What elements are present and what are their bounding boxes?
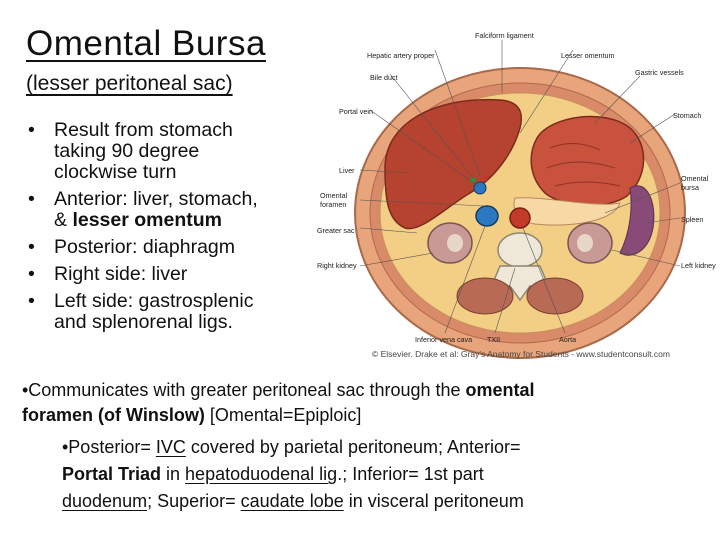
sub-text: in visceral peritoneum: [343, 491, 524, 511]
para-text: •Communicates with greater peritoneal sa…: [22, 380, 365, 400]
label-omental-bursa: Omental: [681, 174, 709, 183]
stomach-rugae: [546, 143, 621, 187]
bullet-marker: •: [28, 236, 35, 258]
label-omental-bursa: bursa: [681, 183, 699, 192]
bullet-marker: •: [28, 263, 35, 285]
hepatic-artery: [482, 175, 488, 181]
para-bold-text: omental: [465, 380, 535, 400]
right-kidney-hilum: [447, 234, 463, 252]
bullet-item-right-side: • Right side: liver: [24, 264, 314, 285]
slide-subtitle: (lesser peritoneal sac): [26, 72, 233, 95]
label-omental-foramen: foramen: [320, 200, 346, 209]
label-hepatic-artery: Hepatic artery proper: [367, 51, 435, 60]
bullet-text: clockwise turn: [54, 161, 177, 183]
bullet-bold-text: lesser omentum: [72, 209, 222, 231]
label-greater-sac: Greater sac: [317, 226, 355, 235]
communicates-paragraph: •Communicates with greater peritoneal sa…: [22, 378, 722, 428]
sub-text: •Posterior=: [62, 437, 156, 457]
underlined-text: IVC: [155, 437, 186, 457]
leader-lines: [359, 40, 681, 334]
bullet-item-anterior: • Anterior: liver, stomach, & lesser ome…: [24, 189, 314, 231]
label-stomach: Stomach: [673, 111, 701, 120]
para-bold-text: foramen (of Winslow): [22, 405, 205, 425]
bullet-text: Result from stomach: [54, 119, 233, 141]
liver: [384, 98, 522, 230]
bullet-text: Anterior: liver, stomach,: [54, 188, 258, 210]
figure-caption: © Elsevier. Drake et al: Gray's Anatomy …: [372, 349, 670, 359]
inferior-vena-cava: [475, 205, 499, 227]
vertebral-body: [497, 232, 543, 268]
label-lesser-omentum: Lesser omentum: [561, 51, 615, 60]
bullet-text: and splenorenal ligs.: [54, 311, 233, 333]
sub-text: covered by parietal peritoneum; Anterior…: [185, 437, 521, 457]
bullet-text: &: [54, 209, 73, 231]
bullet-item-left-side: • Left side: gastrosplenic and splenoren…: [24, 291, 314, 333]
portal-vein: [473, 181, 487, 195]
bullet-marker: •: [28, 188, 35, 210]
back-muscle-left: [526, 277, 584, 315]
bullet-text: Right side: liver: [54, 263, 188, 285]
foramen-boundaries-paragraph: •Posterior= IVC covered by parietal peri…: [62, 434, 722, 515]
underlined-text: duodenum: [62, 491, 148, 511]
left-kidney-hilum: [577, 234, 593, 252]
sub-text: ; Superior=: [147, 491, 241, 511]
label-spleen: Spleen: [681, 215, 703, 224]
bullet-list: • Result from stomach taking 90 degree c…: [24, 120, 314, 339]
label-omental-foramen: Omental: [320, 191, 348, 200]
bullet-text: Left side: gastrosplenic: [54, 290, 254, 312]
slide-title: Omental Bursa: [26, 24, 266, 63]
label-portal-vein: Portal vein: [339, 107, 373, 116]
stomach: [530, 115, 645, 207]
para-text: through the: [364, 380, 466, 400]
sub-text: in: [161, 464, 186, 484]
label-aorta: Aorta: [559, 335, 576, 344]
spleen: [619, 185, 655, 256]
bullet-text: Posterior: diaphragm: [54, 236, 236, 258]
label-right-kidney: Right kidney: [317, 261, 357, 270]
bullet-marker: •: [28, 290, 35, 312]
label-txii: TXII: [487, 335, 500, 344]
label-gastric-vessels: Gastric vessels: [635, 68, 684, 77]
underlined-text: hepatoduodenal lig: [185, 464, 338, 484]
sub-bold-text: Portal Triad: [62, 464, 162, 484]
bullet-marker: •: [28, 119, 35, 141]
label-liver: Liver: [339, 166, 355, 175]
bullet-item-posterior: • Posterior: diaphragm: [24, 237, 314, 258]
aorta: [509, 207, 531, 229]
para-text: [Omental=Epiploic]: [204, 405, 362, 425]
bullet-text: taking 90 degree: [54, 140, 200, 162]
bullet-item-rotation: • Result from stomach taking 90 degree c…: [24, 120, 314, 183]
back-muscle-right: [456, 277, 514, 315]
underlined-text: caudate lobe: [240, 491, 344, 511]
anatomy-cross-section-figure: Falciform ligament Hepatic artery proper…: [317, 31, 716, 359]
label-inferior-vena-cava: Inferior vena cava: [415, 335, 472, 344]
label-left-kidney: Left kidney: [681, 261, 716, 270]
label-bile-duct: Bile duct: [370, 73, 398, 82]
label-falciform-ligament: Falciform ligament: [475, 31, 534, 40]
sub-text: .; Inferior= 1st part: [337, 464, 484, 484]
